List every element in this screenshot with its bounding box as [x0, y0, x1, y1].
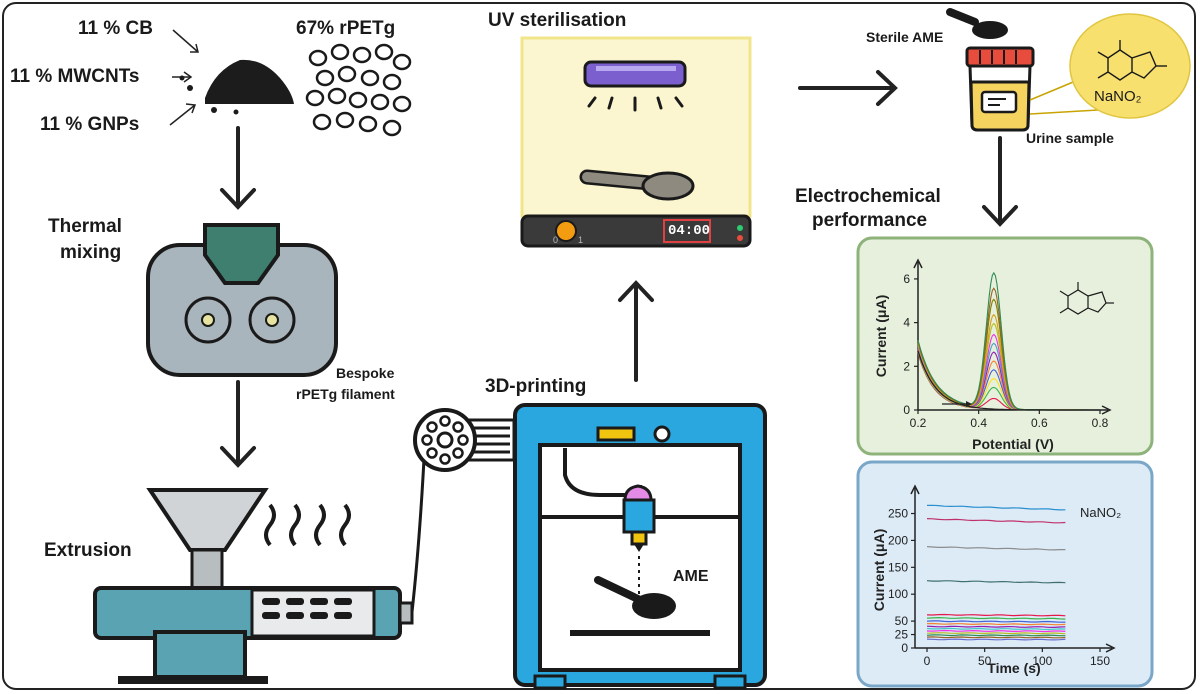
- chart1-x-tick-label: 0.2: [910, 416, 927, 430]
- label-uv: UV sterilisation: [488, 10, 627, 31]
- material-pointer-arrows: [169, 29, 199, 126]
- dial-min: 0: [553, 235, 559, 245]
- chart1-y-tick-label: 2: [903, 359, 910, 373]
- chart2-series-line: [926, 504, 1066, 511]
- chart1-series: [917, 271, 1100, 411]
- chart1-ylabel: Current (μA): [873, 295, 889, 377]
- chart1-x-tick-label: 0.6: [1031, 416, 1048, 430]
- chart2-series-line: [926, 627, 1066, 631]
- chart2-y-tick-label: 25: [895, 628, 909, 642]
- label-rpetg: 67% rPETg: [296, 18, 396, 39]
- thermal-mixer: [146, 223, 338, 377]
- label-ame: AME: [673, 568, 709, 585]
- rpetg-pellets: [305, 43, 412, 137]
- chart2-series-line: [926, 638, 1066, 641]
- label-thermal: Thermal: [48, 216, 122, 237]
- chart1-xlabel: Potential (V): [972, 436, 1054, 452]
- uric-acid-bubble: [1069, 13, 1191, 119]
- chart2-series-line: [926, 636, 1066, 639]
- label-filament: rPETg filament: [296, 386, 395, 402]
- chart2-series-line: [926, 634, 1066, 637]
- label-electrochemical: Electrochemical: [795, 186, 941, 207]
- scan-direction-arrowhead: [966, 401, 972, 407]
- chart2-series-line: [926, 625, 1066, 629]
- label-mixing: mixing: [60, 242, 122, 263]
- chart2-series-line: [926, 629, 1066, 633]
- chart2-series-line: [926, 518, 1066, 524]
- chart2-series-line: [926, 620, 1066, 623]
- chart2-y-tick-label: 200: [888, 533, 908, 547]
- label-mwcnts: 11 % MWCNTs: [10, 66, 140, 87]
- label-cb: 11 % CB: [78, 18, 153, 39]
- chart1-y-tick-label: 6: [903, 272, 910, 286]
- chart2-x-tick-label: 150: [1090, 654, 1110, 668]
- chart2-x-tick-label: 100: [1032, 654, 1052, 668]
- chart1-x-ticks: 0.2 0.4 0.6 0.8: [910, 410, 1109, 430]
- chart2-series-line: [926, 616, 1066, 620]
- chart2-series-line: [926, 622, 1066, 626]
- chart2-x-tick-label: 0: [924, 654, 931, 668]
- chart1-blank-line: [917, 350, 1100, 411]
- chart2-y-tick-label: 100: [888, 587, 908, 601]
- chart1-y-ticks: 0 2 4 6: [903, 272, 918, 417]
- chart1-y-tick-label: 0: [903, 403, 910, 417]
- uric-acid-structure-icon: [1059, 282, 1114, 315]
- chart2-xlabel: Time (s): [987, 660, 1040, 676]
- chart2-series-line: [926, 613, 1066, 617]
- chart2-ylabel: Current (μA): [871, 529, 887, 611]
- chart2-series-line: [926, 580, 1066, 584]
- label-performance: performance: [812, 210, 928, 231]
- chart2-x-tick-label: 50: [978, 654, 992, 668]
- label-bespoke: Bespoke: [336, 365, 395, 381]
- uv-timer: 04:00: [668, 223, 711, 239]
- uv-chamber: [520, 36, 752, 248]
- label-3d-printing: 3D-printing: [485, 376, 587, 397]
- urine-sample-cup: [946, 8, 1099, 132]
- label-urine: Urine sample: [1026, 130, 1114, 146]
- chart2-series-line: [926, 632, 1066, 635]
- label-gnps: 11 % GNPs: [40, 114, 140, 135]
- extruder: [93, 488, 414, 684]
- chart2-y-tick-label: 0: [901, 641, 908, 655]
- chart1-x-tick-label: 0.8: [1092, 416, 1109, 430]
- chart2-y-tick-label: 50: [895, 614, 909, 628]
- chart2-series-line: [926, 546, 1066, 551]
- chart1-y-tick-label: 4: [903, 316, 910, 330]
- chart2-x-ticks: 0 50 100 150: [924, 648, 1110, 668]
- chart2-y-tick-label: 250: [888, 507, 908, 521]
- bubble-nano2: NaNO₂: [1094, 88, 1142, 105]
- label-sterile-ame: Sterile AME: [866, 29, 944, 45]
- chart2-legend: NaNO₂: [1080, 505, 1121, 520]
- 3d-printer: [513, 403, 767, 690]
- chart2-y-tick-label: 150: [888, 560, 908, 574]
- chart2-series: [926, 504, 1066, 641]
- label-extrusion: Extrusion: [44, 540, 132, 561]
- dial-max: 1: [578, 235, 584, 245]
- voltammetry-panel: 0 2 4 6 0.2 0.4 0.6 0.8 Potential (V) Current …: [856, 236, 1154, 456]
- carbon-powder-pile: [179, 59, 294, 115]
- chart1-x-tick-label: 0.4: [970, 416, 987, 430]
- filament-spool: [413, 408, 516, 472]
- flow-arrows: [220, 70, 1018, 468]
